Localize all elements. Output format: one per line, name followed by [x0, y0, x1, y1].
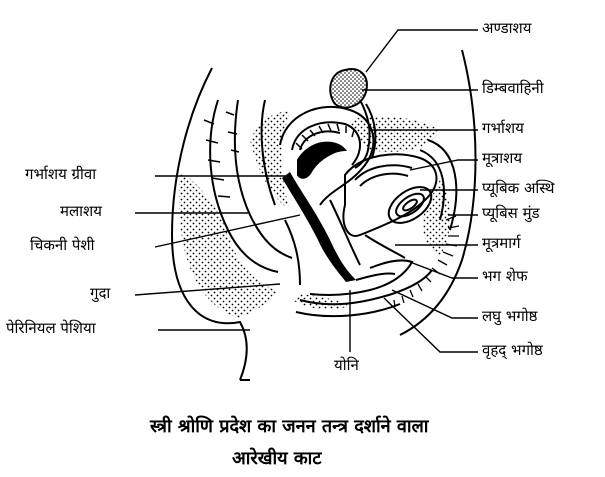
label-fallopian-tube: डिम्बवाहिनी: [482, 81, 544, 96]
label-perineal-muscle: पेरिनियल पेशिया: [6, 321, 96, 336]
caption-line-2: आरेखीय काट: [232, 446, 321, 470]
label-clitoris: भग शेफ: [482, 269, 528, 284]
label-vagina: योनि: [334, 358, 359, 373]
vagina: [282, 172, 360, 282]
label-uterus: गर्भाशय: [482, 121, 524, 136]
label-mons-pubis: प्यूबिस मुंड: [482, 206, 540, 221]
label-cervix: गर्भाशय ग्रीवा: [25, 167, 96, 182]
caption-line-1: स्त्री श्रोणि प्रदेश का जनन तन्त्र दर्शा…: [150, 414, 428, 438]
label-ovary: अण्डाशय: [482, 21, 531, 36]
label-labia-minora: लघु भगोष्ठ: [482, 309, 538, 324]
label-smooth-muscle: चिकनी पेशी: [30, 238, 95, 253]
label-labia-majora: वृहद् भगोष्ठ: [482, 343, 543, 358]
label-pubic-bone: प्यूबिक अस्थि: [482, 181, 554, 196]
label-rectum: मलाशय: [60, 204, 102, 219]
label-urethra: मूत्रमार्ग: [482, 236, 521, 251]
label-anus: गुदा: [90, 286, 110, 301]
label-urinary-bladder: मूत्राशय: [482, 151, 522, 166]
